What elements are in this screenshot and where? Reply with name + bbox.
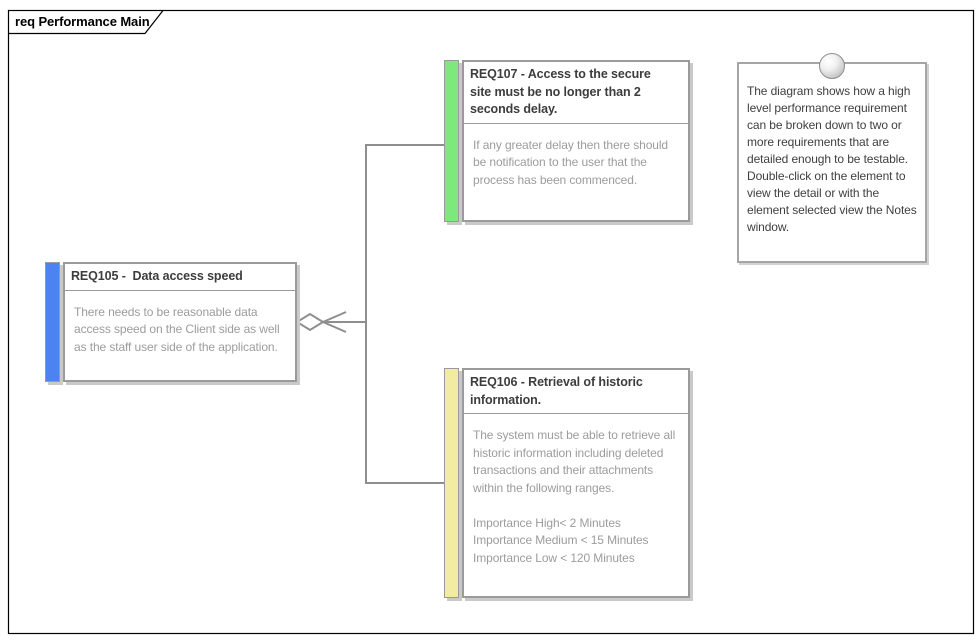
connector-branch-lines[interactable] xyxy=(365,144,444,484)
req106-status-stripe xyxy=(444,368,459,598)
req106-notes: The system must be able to retrieve all … xyxy=(473,428,676,565)
req107-box[interactable]: REQ107 - Access to the secure site must … xyxy=(462,60,690,222)
pin-icon xyxy=(819,53,845,79)
req105-title: REQ105 - Data access speed xyxy=(65,264,295,291)
req106-box[interactable]: REQ106 - Retrieval of historic informati… xyxy=(462,368,690,598)
aggregation-connector[interactable] xyxy=(295,144,444,484)
req105-box[interactable]: REQ105 - Data access speed There needs t… xyxy=(63,262,297,382)
req105-status-stripe xyxy=(45,262,60,382)
aggregation-diamond-icon xyxy=(295,312,325,332)
note-element[interactable]: The diagram shows how a high level perfo… xyxy=(737,53,927,263)
requirement-req105[interactable]: REQ105 - Data access speed There needs t… xyxy=(45,262,297,382)
diagram-title: req Performance Main xyxy=(15,14,150,29)
requirement-req107[interactable]: REQ107 - Access to the secure site must … xyxy=(444,60,690,222)
req105-notes: There needs to be reasonable data access… xyxy=(74,304,280,354)
req107-notes: If any greater delay then there should b… xyxy=(473,137,668,187)
req107-title: REQ107 - Access to the secure site must … xyxy=(464,62,688,124)
diagram-frame-tab xyxy=(8,10,164,35)
req107-status-stripe xyxy=(444,60,459,222)
req106-title: REQ106 - Retrieval of historic informati… xyxy=(464,370,688,414)
diagram-frame-border xyxy=(7,9,975,635)
note-text: The diagram shows how a high level perfo… xyxy=(747,84,917,234)
requirement-req106[interactable]: REQ106 - Retrieval of historic informati… xyxy=(444,368,690,598)
